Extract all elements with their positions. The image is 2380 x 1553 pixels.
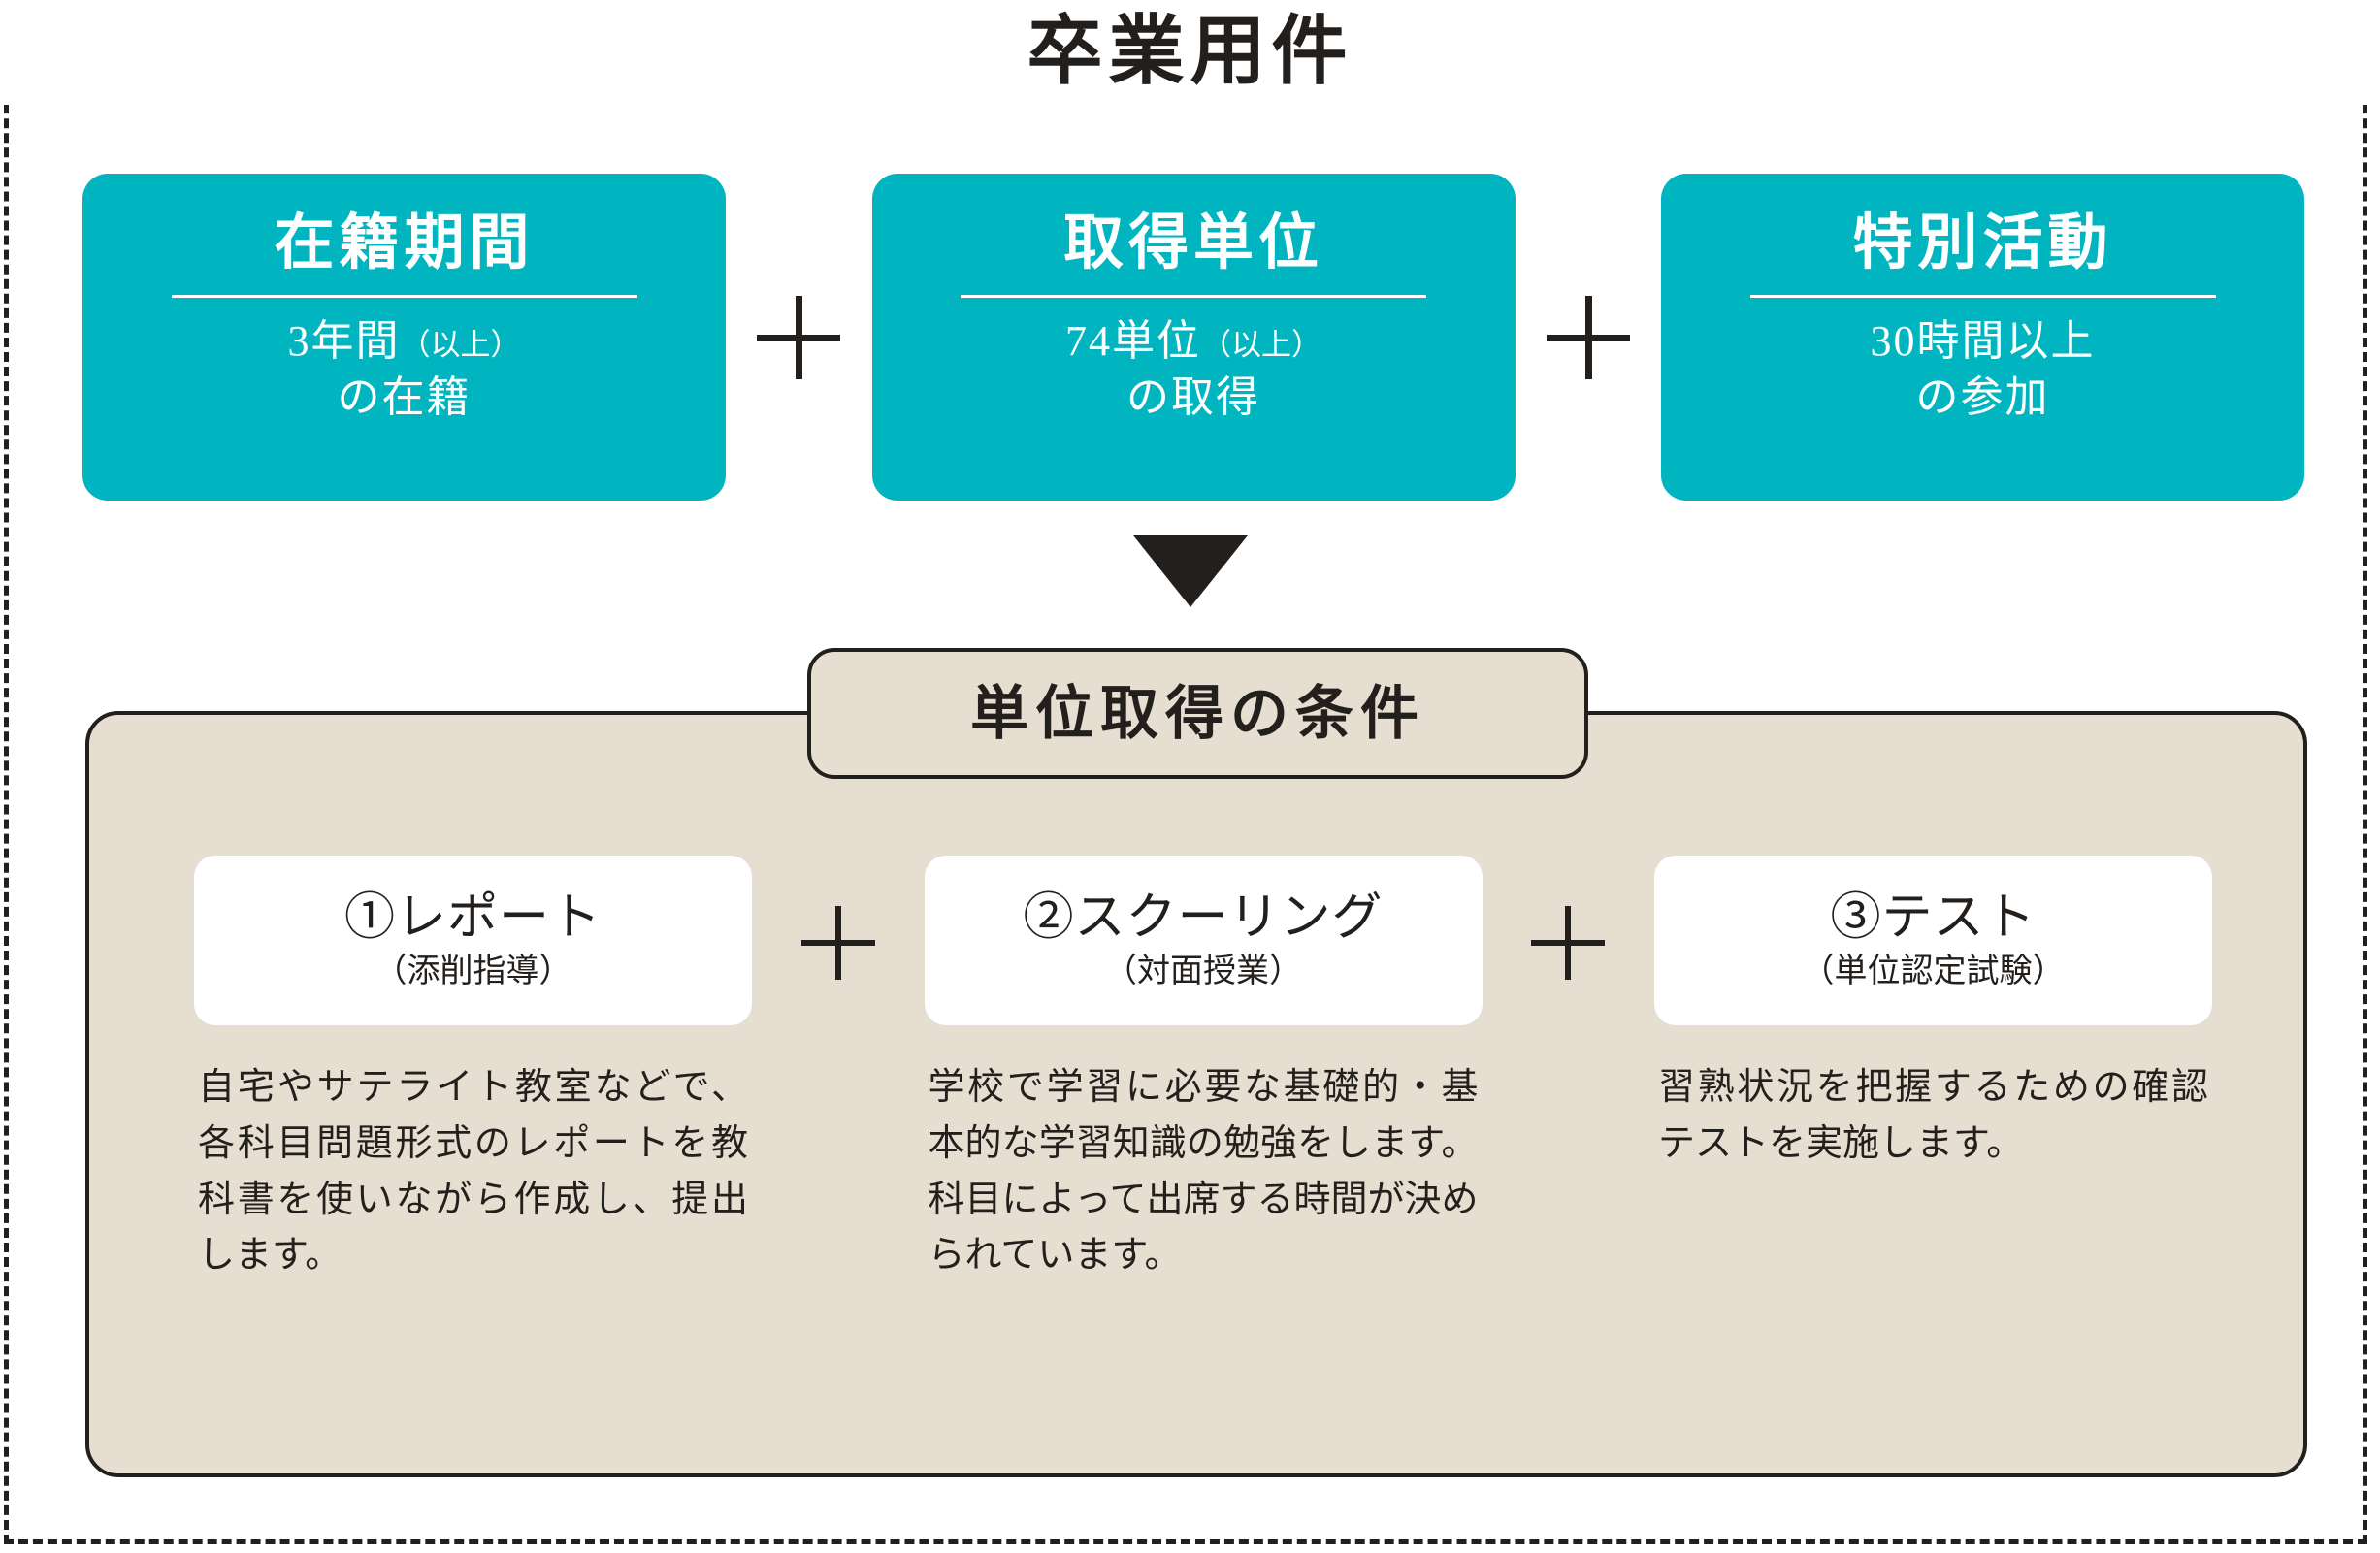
condition-card-schooling: ②スクーリング （対面授業）	[924, 856, 1483, 1025]
requirement-card-divider	[171, 295, 637, 299]
condition-column-schooling: ②スクーリング （対面授業） 学校で学習に必要な基礎的・基本的な学習知識の勉強を…	[924, 856, 1483, 1284]
condition-card-test: ③テスト （単位認定試験）	[1654, 856, 2212, 1025]
requirement-card-special-activities: 特別活動 30時間以上 の参加	[1661, 174, 2304, 501]
requirement-card-divider	[961, 295, 1426, 299]
requirements-row: 在籍期間 3年間（以上） の在籍 取得単位 74単位（以上） の取得 特別活動 …	[82, 170, 2304, 504]
condition-card-subtitle: （添削指導）	[374, 953, 572, 989]
requirement-detail-line2: の在籍	[337, 373, 472, 422]
requirement-card-enrollment-period: 在籍期間 3年間（以上） の在籍	[82, 174, 726, 501]
credit-conditions-row: ①レポート （添削指導） 自宅やサテライト教室などで、各科目問題形式のレポートを…	[194, 856, 2212, 1284]
plus-icon	[1546, 295, 1630, 379]
requirement-card-divider	[1749, 295, 2216, 299]
requirement-card-title: 取得単位	[1062, 210, 1323, 276]
condition-description: 自宅やサテライト教室などで、各科目問題形式のレポートを教科書を使いながら作成し、…	[198, 1067, 748, 1277]
requirement-card-detail: 74単位（以上） の取得	[1065, 313, 1321, 426]
requirement-card-credits: 取得単位 74単位（以上） の取得	[871, 174, 1516, 501]
requirement-card-detail: 30時間以上 の参加	[1871, 313, 2096, 426]
credit-conditions-panel	[85, 711, 2307, 1477]
credit-conditions-tab: 単位取得の条件	[807, 648, 1588, 779]
requirement-detail-note: （以上）	[400, 328, 521, 363]
plus-icon	[800, 906, 875, 980]
down-triangle-icon	[1133, 535, 1248, 607]
condition-column-report: ①レポート （添削指導） 自宅やサテライト教室などで、各科目問題形式のレポートを…	[194, 856, 752, 1284]
plus-icon	[757, 295, 841, 379]
page-title: 卒業用件	[0, 2, 2380, 105]
credit-conditions-tab-title: 単位取得の条件	[970, 680, 1425, 746]
plus-icon	[1531, 906, 1606, 980]
requirement-card-title: 特別活動	[1852, 210, 2113, 276]
condition-card-title: ②スクーリング	[1023, 890, 1384, 946]
requirement-detail-note: （以上）	[1201, 328, 1321, 363]
condition-card-report: ①レポート （添削指導）	[194, 856, 752, 1025]
condition-card-title: ①レポート	[343, 890, 602, 946]
requirement-detail-line2: の参加	[1915, 373, 2050, 422]
condition-card-title: ③テスト	[1830, 890, 2037, 946]
requirement-detail-line2: の取得	[1126, 373, 1260, 422]
condition-card-subtitle: （単位認定試験）	[1801, 953, 2066, 989]
condition-column-test: ③テスト （単位認定試験） 習熟状況を把握するための確認テストを実施します。	[1654, 856, 2212, 1173]
requirement-card-detail: 3年間（以上） の在籍	[288, 313, 521, 426]
requirement-detail-main: 30時間以上	[1870, 317, 2096, 366]
condition-description: 習熟状況を把握するための確認テストを実施します。	[1658, 1067, 2208, 1164]
requirement-detail-main: 3年間	[287, 317, 401, 366]
condition-card-subtitle: （対面授業）	[1104, 953, 1302, 989]
condition-description: 学校で学習に必要な基礎的・基本的な学習知識の勉強をします。科目によって出席する時…	[928, 1067, 1479, 1277]
requirement-card-title: 在籍期間	[274, 210, 535, 276]
requirement-detail-main: 74単位	[1065, 317, 1201, 366]
